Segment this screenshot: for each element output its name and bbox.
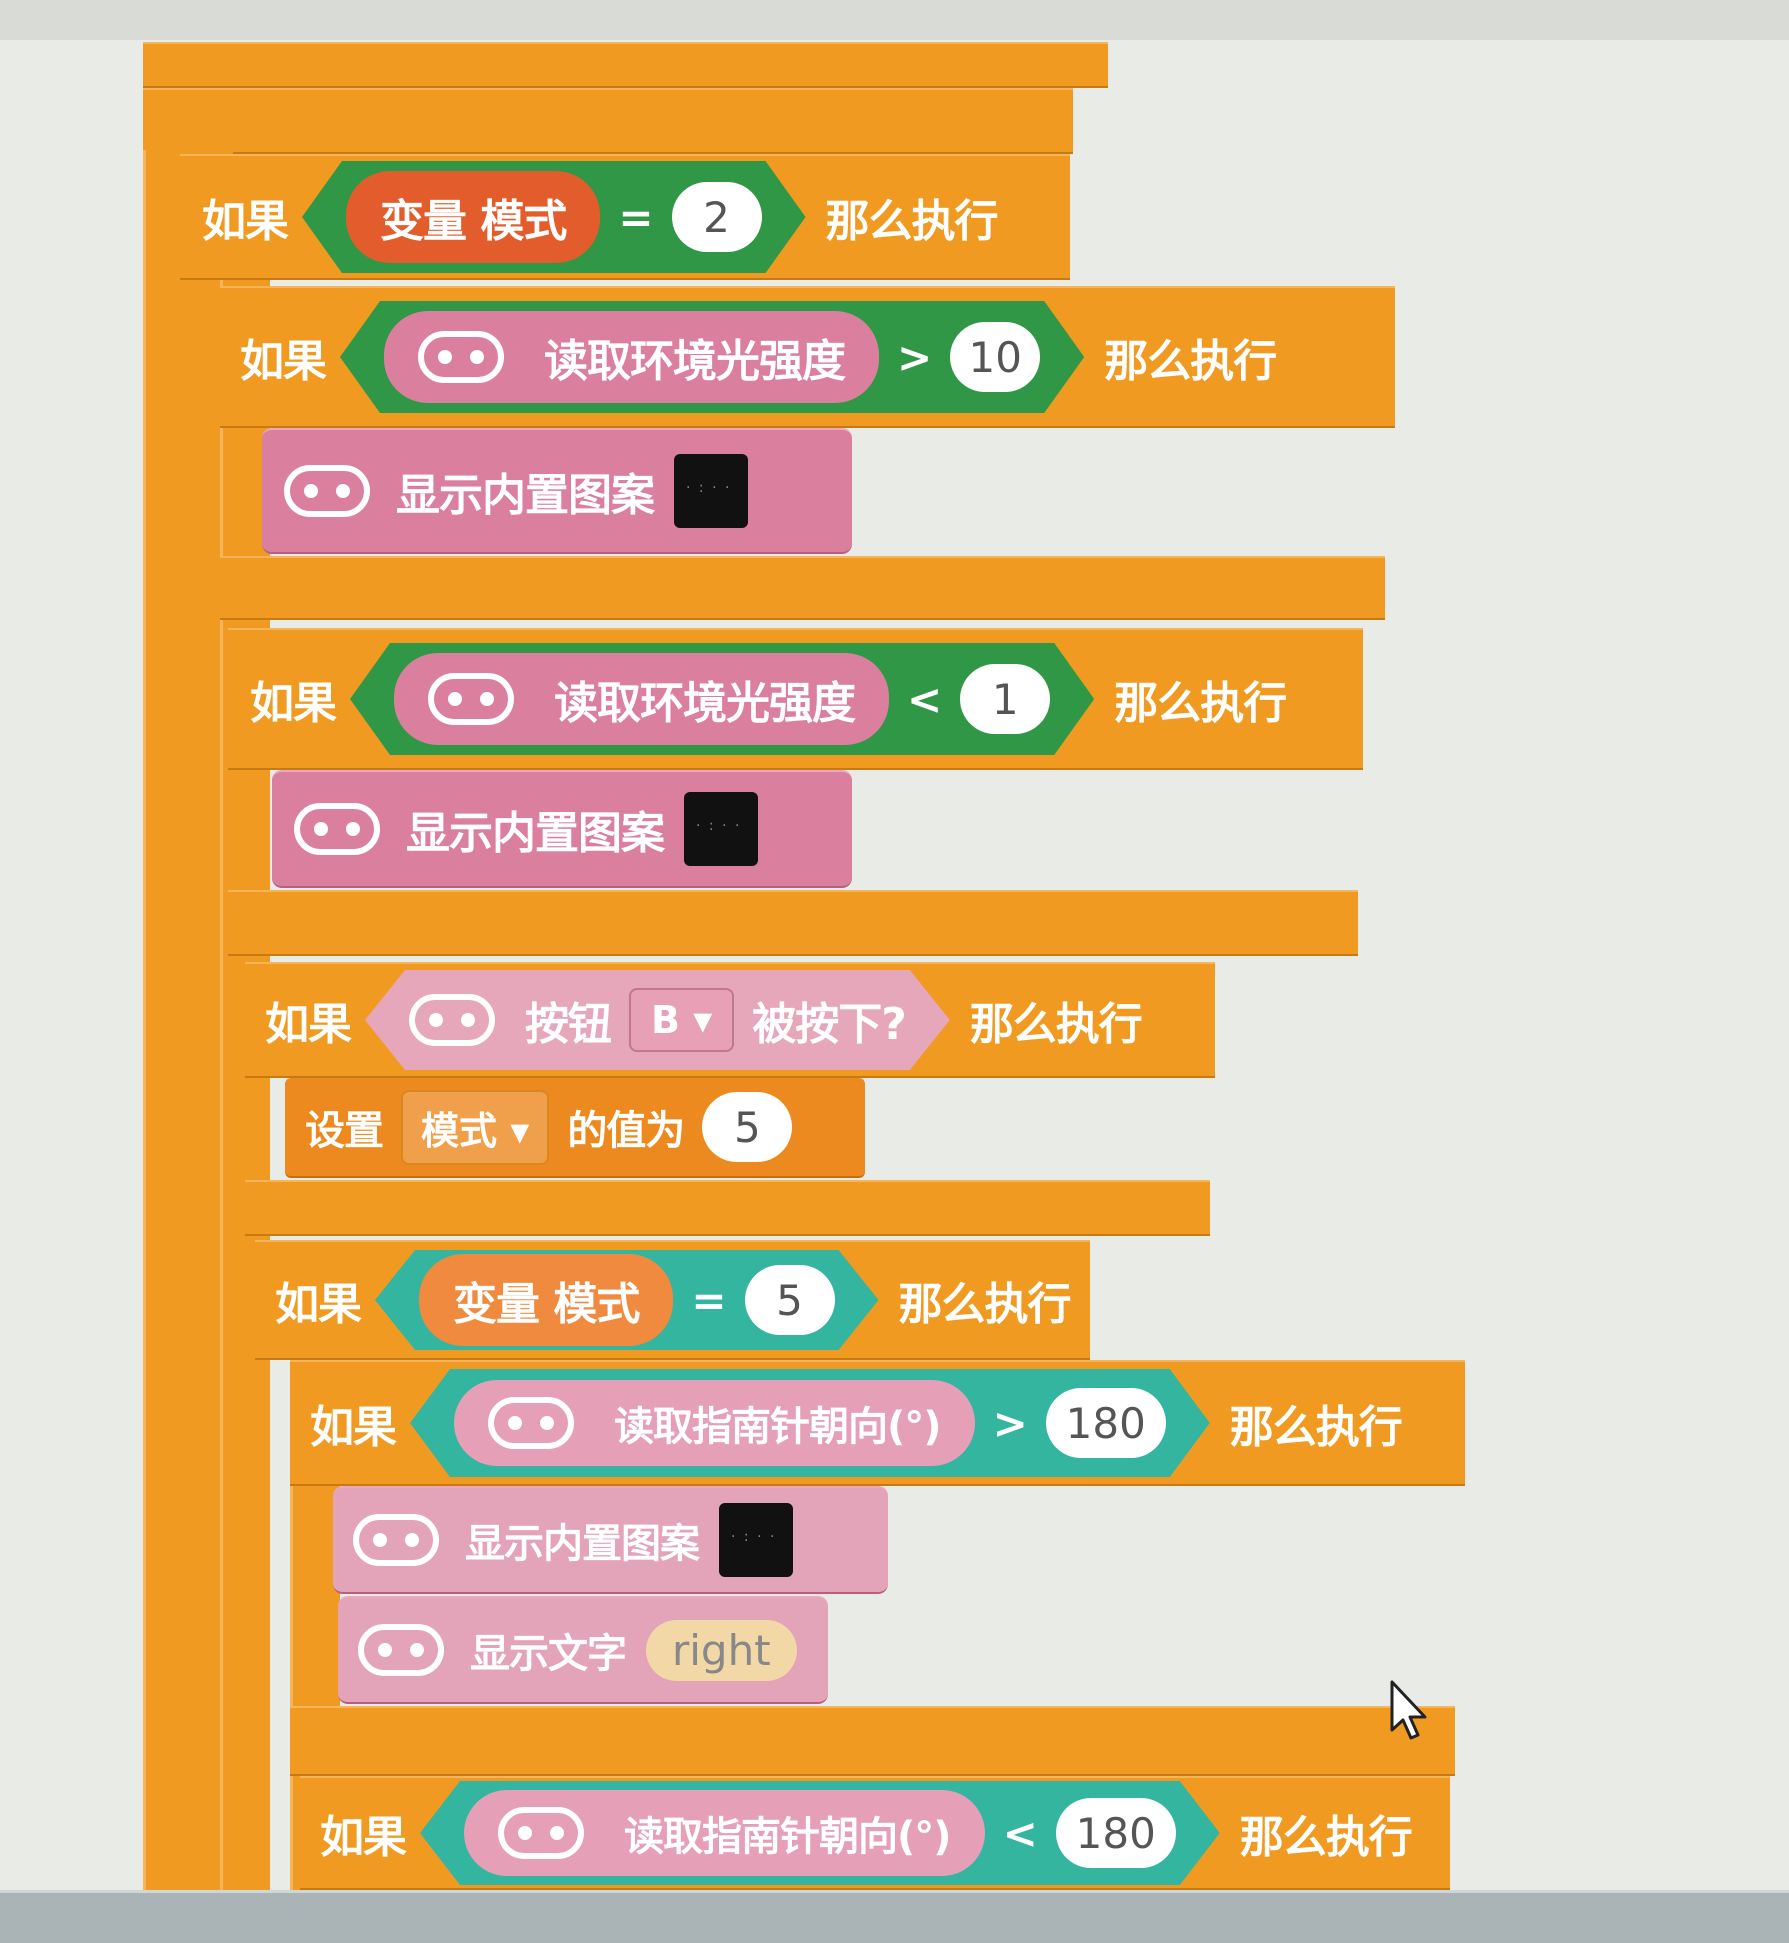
if-light-less-block[interactable]: 如果 读取环境光强度 < 1 那么执行 [228, 628, 1363, 770]
if-button-b-end[interactable] [245, 1180, 1210, 1236]
less-condition[interactable]: 读取指南针朝向(°) < 180 [420, 1781, 1220, 1885]
light-level-reporter[interactable]: 读取环境光强度 [394, 653, 889, 745]
number-input[interactable]: 2 [672, 182, 762, 252]
show-icon-block-1[interactable]: 显示内置图案 [262, 428, 852, 554]
then-keyword: 那么执行 [1114, 678, 1287, 729]
show-icon-block-3[interactable]: 显示内置图案 [333, 1486, 888, 1594]
set-label: 设置 [305, 1108, 384, 1154]
led-image-icon[interactable] [684, 792, 758, 866]
set-variable-block[interactable]: 设置 模式 ▾ 的值为 5 [285, 1078, 865, 1178]
variable-mode-reporter[interactable]: 变量 模式 [419, 1254, 673, 1346]
show-text-label: 显示文字 [470, 1631, 627, 1677]
screen-top-edge [0, 0, 1789, 40]
button-dropdown[interactable]: B ▾ [629, 988, 734, 1052]
button-label: 按钮 [525, 999, 611, 1050]
if-keyword: 如果 [202, 196, 289, 247]
microbit-icon [428, 673, 514, 725]
microbit-icon [284, 465, 370, 517]
if-compass-greater-block[interactable]: 如果 读取指南针朝向(°) > 180 那么执行 [290, 1360, 1465, 1486]
if-mode2-spine[interactable] [220, 280, 270, 1890]
pressed-label: 被按下? [752, 999, 906, 1050]
if-light-greater-end[interactable] [220, 556, 1385, 620]
if-light-greater-block[interactable]: 如果 读取环境光强度 > 10 那么执行 [220, 286, 1395, 428]
if-keyword: 如果 [240, 336, 327, 387]
show-icon-block-2[interactable]: 显示内置图案 [272, 770, 852, 888]
then-keyword: 那么执行 [825, 196, 999, 247]
show-icon-label: 显示内置图案 [465, 1521, 700, 1567]
sensor-label: 读取指南针朝向(°) [614, 1404, 941, 1450]
outer-if-spine[interactable] [143, 150, 233, 1890]
equals-operator: = [691, 1275, 727, 1325]
if-mode-equals-2-block[interactable]: 如果 变量 模式 = 2 那么执行 [180, 154, 1070, 280]
outer-block-top[interactable] [143, 42, 1108, 88]
microbit-icon [498, 1807, 584, 1859]
variable-label: 变量 模式 [453, 1279, 640, 1330]
number-input[interactable]: 1 [960, 664, 1050, 734]
if-keyword: 如果 [275, 1279, 362, 1330]
less-operator: < [907, 674, 943, 724]
equals-condition[interactable]: 变量 模式 = 2 [302, 161, 806, 273]
then-keyword: 那么执行 [1229, 1402, 1403, 1453]
sensor-label: 读取环境光强度 [544, 336, 845, 387]
outer-block-top-bottom[interactable] [143, 88, 1073, 154]
greater-operator: > [897, 332, 933, 382]
if-button-b-block[interactable]: 如果 按钮 B ▾ 被按下? 那么执行 [245, 962, 1215, 1078]
microbit-icon [418, 331, 504, 383]
if-compass-greater-end[interactable] [290, 1706, 1455, 1776]
number-input[interactable]: 5 [702, 1092, 793, 1162]
then-keyword: 那么执行 [898, 1279, 1072, 1330]
microbit-icon [353, 1514, 439, 1566]
show-icon-label: 显示内置图案 [396, 470, 655, 521]
if-keyword: 如果 [320, 1812, 407, 1863]
value-label: 的值为 [567, 1108, 685, 1154]
if-light-less-end[interactable] [228, 890, 1358, 956]
then-keyword: 那么执行 [1239, 1812, 1413, 1863]
show-text-block[interactable]: 显示文字 right [338, 1596, 828, 1704]
microbit-icon [294, 803, 380, 855]
text-input[interactable]: right [646, 1619, 797, 1681]
if-compass-less-block[interactable]: 如果 读取指南针朝向(°) < 180 那么执行 [300, 1776, 1450, 1890]
number-input[interactable]: 180 [1056, 1798, 1176, 1868]
if-keyword: 如果 [250, 678, 337, 729]
greater-operator: > [992, 1398, 1028, 1448]
microbit-icon [358, 1624, 444, 1676]
button-pressed-condition[interactable]: 按钮 B ▾ 被按下? [365, 970, 950, 1070]
sensor-label: 读取环境光强度 [554, 678, 855, 729]
if-keyword: 如果 [310, 1402, 397, 1453]
microbit-icon [488, 1397, 574, 1449]
greater-condition[interactable]: 读取指南针朝向(°) > 180 [410, 1369, 1210, 1477]
variable-mode-reporter[interactable]: 变量 模式 [346, 171, 600, 263]
then-keyword: 那么执行 [969, 999, 1143, 1050]
compass-heading-reporter[interactable]: 读取指南针朝向(°) [464, 1790, 985, 1876]
screen-bottom-edge [0, 1890, 1789, 1943]
equals-condition[interactable]: 变量 模式 = 5 [375, 1250, 879, 1350]
number-input[interactable]: 5 [745, 1265, 835, 1335]
compass-heading-reporter[interactable]: 读取指南针朝向(°) [454, 1380, 975, 1466]
light-level-reporter[interactable]: 读取环境光强度 [384, 311, 879, 403]
less-condition[interactable]: 读取环境光强度 < 1 [350, 643, 1094, 755]
mouse-cursor-icon [1390, 1680, 1427, 1740]
if-keyword: 如果 [265, 999, 352, 1050]
if-mode-equals-5-block[interactable]: 如果 变量 模式 = 5 那么执行 [255, 1240, 1090, 1360]
led-image-icon[interactable] [674, 454, 748, 528]
variable-label: 变量 模式 [380, 196, 567, 247]
microbit-icon [409, 994, 495, 1046]
variable-dropdown[interactable]: 模式 ▾ [401, 1089, 550, 1165]
equals-operator: = [618, 192, 654, 242]
sensor-label: 读取指南针朝向(°) [624, 1814, 951, 1860]
greater-condition[interactable]: 读取环境光强度 > 10 [340, 301, 1084, 413]
led-image-icon[interactable] [719, 1503, 793, 1577]
number-input[interactable]: 180 [1046, 1388, 1166, 1458]
then-keyword: 那么执行 [1104, 336, 1277, 387]
show-icon-label: 显示内置图案 [406, 808, 665, 859]
number-input[interactable]: 10 [950, 322, 1040, 392]
less-operator: < [1002, 1808, 1038, 1858]
